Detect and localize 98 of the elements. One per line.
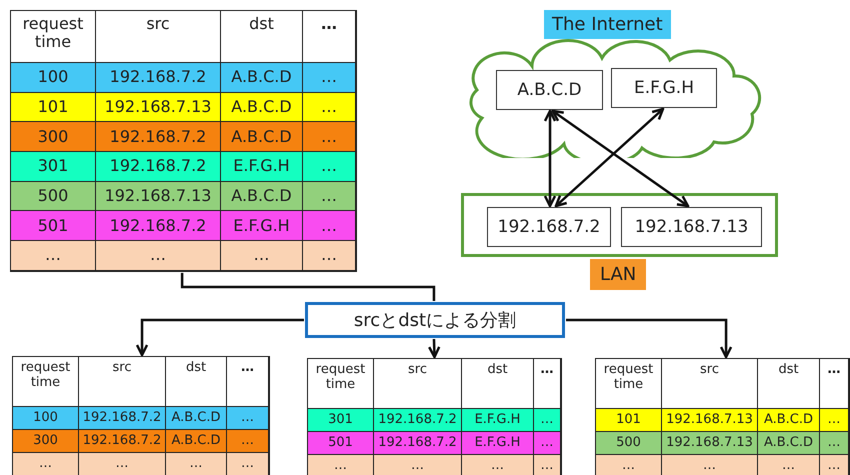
table-cell: … <box>303 182 356 212</box>
table-cell: … <box>374 455 462 475</box>
host-box: 192.168.7.2 <box>487 207 611 247</box>
table-cell: A.B.C.D <box>166 407 227 430</box>
table-cell: … <box>758 455 820 475</box>
table-cell: 192.168.7.13 <box>96 182 221 212</box>
data-table <box>595 358 850 475</box>
column-header: dst <box>221 11 303 63</box>
table-cell: … <box>227 453 269 475</box>
host-box: E.F.G.H <box>611 68 717 108</box>
table-cell: … <box>13 453 79 475</box>
column-header: src <box>96 11 221 63</box>
table-cell: E.F.G.H <box>221 211 303 242</box>
table-cell: … <box>534 432 561 455</box>
table-cell: … <box>596 455 662 475</box>
table-cell: … <box>820 409 849 432</box>
table-cell: 501 <box>308 432 374 455</box>
arrow <box>554 108 664 208</box>
table-cell: E.F.G.H <box>462 409 534 432</box>
data-table <box>10 10 357 272</box>
table-cell: E.F.G.H <box>462 432 534 455</box>
network-label: The Internet <box>544 10 671 39</box>
table-cell: 192.168.7.2 <box>374 432 462 455</box>
table-cell: … <box>462 455 534 475</box>
column-header: … <box>227 357 269 407</box>
table-cell: … <box>303 152 356 182</box>
table-cell: 300 <box>13 430 79 453</box>
table-cell: … <box>534 409 561 432</box>
column-header: … <box>820 359 849 409</box>
table-cell: 500 <box>596 432 662 455</box>
arrow <box>544 110 556 208</box>
table-cell: A.B.C.D <box>221 182 303 212</box>
table-cell: 192.168.7.2 <box>96 211 221 242</box>
column-header: request time <box>596 359 662 409</box>
host-box: A.B.C.D <box>496 70 603 110</box>
table-cell: … <box>662 455 758 475</box>
table-cell: … <box>303 211 356 242</box>
table-cell: 192.168.7.2 <box>96 122 221 152</box>
table-cell: … <box>96 241 221 271</box>
table-cell: 501 <box>11 211 96 242</box>
table-cell: 100 <box>11 63 96 93</box>
table-cell: … <box>166 453 227 475</box>
arrow <box>566 318 732 358</box>
table-cell: 192.168.7.13 <box>662 432 758 455</box>
column-header: src <box>374 359 462 409</box>
table-cell: 192.168.7.2 <box>79 407 166 430</box>
table-cell: … <box>303 241 356 271</box>
arrow <box>551 110 690 208</box>
network-label: LAN <box>590 259 646 290</box>
table-cell: E.F.G.H <box>221 152 303 182</box>
column-header: dst <box>462 359 534 409</box>
column-header: request time <box>13 357 79 407</box>
table-cell: 301 <box>308 409 374 432</box>
table-cell: … <box>11 241 96 271</box>
table-cell: A.B.C.D <box>758 432 820 455</box>
column-header: dst <box>758 359 820 409</box>
table-cell: A.B.C.D <box>221 92 303 122</box>
column-header: src <box>79 357 166 407</box>
table-cell: 192.168.7.2 <box>96 63 221 93</box>
table-cell: A.B.C.D <box>758 409 820 432</box>
table-cell: … <box>820 455 849 475</box>
table-cell: 301 <box>11 152 96 182</box>
table-cell: … <box>303 92 356 122</box>
column-header: request time <box>11 11 96 63</box>
table-cell: 192.168.7.2 <box>79 430 166 453</box>
table-cell: … <box>534 455 561 475</box>
column-header: src <box>662 359 758 409</box>
table-cell: 500 <box>11 182 96 212</box>
table-cell: … <box>227 430 269 453</box>
data-table <box>307 358 562 475</box>
table-cell: 192.168.7.2 <box>96 152 221 182</box>
table-cell: A.B.C.D <box>221 122 303 152</box>
data-table <box>12 356 270 475</box>
table-cell: 192.168.7.13 <box>662 409 758 432</box>
table-cell: … <box>308 455 374 475</box>
table-cell: 101 <box>596 409 662 432</box>
table-cell: … <box>221 241 303 271</box>
table-cell: 101 <box>11 92 96 122</box>
column-header: request time <box>308 359 374 409</box>
table-cell: … <box>303 122 356 152</box>
table-cell: … <box>227 407 269 430</box>
table-cell: … <box>303 63 356 93</box>
process-box: srcとdstによる分割 <box>305 302 565 338</box>
column-header: dst <box>166 357 227 407</box>
arrow <box>428 338 440 358</box>
arrow <box>136 318 304 356</box>
table-cell: … <box>820 432 849 455</box>
column-header: … <box>534 359 561 409</box>
table-cell: 192.168.7.2 <box>374 409 462 432</box>
table-cell: A.B.C.D <box>166 430 227 453</box>
table-cell: A.B.C.D <box>221 63 303 93</box>
table-cell: 192.168.7.13 <box>96 92 221 122</box>
host-box: 192.168.7.13 <box>621 207 762 247</box>
table-cell: 300 <box>11 122 96 152</box>
table-cell: 100 <box>13 407 79 430</box>
column-header: … <box>303 11 356 63</box>
table-cell: … <box>79 453 166 475</box>
connector-line <box>180 272 436 301</box>
